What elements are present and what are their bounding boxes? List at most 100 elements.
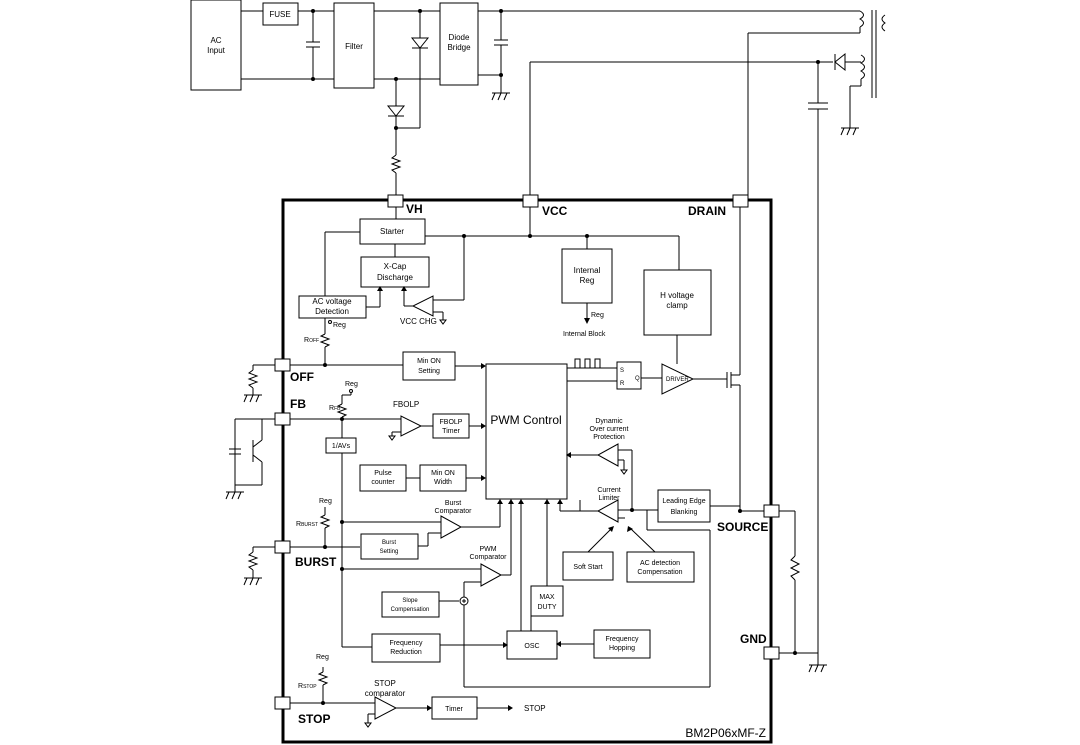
stop-output-label: STOP: [524, 704, 546, 713]
starter-block: [359, 218, 426, 245]
sr-s-label: S: [620, 368, 624, 374]
diode-bridge-block: [439, 2, 479, 86]
attenuator-label: 1/AVs: [332, 443, 351, 450]
r-fb-label: RFB: [329, 405, 341, 412]
ground-icon: [808, 664, 827, 673]
pin-stop: [274, 696, 291, 710]
pin-fb-label: FB: [290, 397, 306, 411]
pin-gnd: [763, 646, 780, 660]
ac-input-block: [190, 0, 242, 91]
fuse-label: FUSE: [269, 10, 290, 19]
burst-setting-block: [360, 533, 419, 560]
frequency-hopping-block: [593, 629, 651, 659]
pin-gnd-label: GND: [740, 632, 767, 646]
optocoupler-icon: [252, 419, 263, 485]
sr-latch-block: [616, 361, 642, 390]
mosfet-icon: [726, 207, 741, 511]
r-off-label: ROFF: [304, 337, 319, 344]
fbolp-comparator: [400, 415, 423, 437]
reg-out-label: Reg: [591, 312, 604, 319]
pin-vcc: [522, 194, 539, 208]
pulse-train-icon: [572, 358, 604, 369]
reg-label-stop: Reg: [316, 654, 329, 661]
fbolp-timer-block: [432, 413, 470, 439]
driver-label: DRIVER: [666, 377, 689, 383]
pin-vh-label: VH: [406, 202, 423, 216]
vcc-chg-label: VCC CHG: [400, 317, 437, 326]
attenuator-block: [325, 437, 357, 454]
frequency-reduction-block: [371, 633, 441, 663]
ground-icon: [840, 127, 859, 136]
sr-q-label: Q: [635, 376, 640, 382]
fuse-block: [262, 2, 299, 26]
min-on-width-block: [419, 464, 467, 492]
internal-block-label: Internal Block: [563, 331, 606, 338]
leading-edge-blanking-block: [657, 489, 711, 523]
pin-source: [763, 504, 780, 518]
burst-comparator: [440, 515, 463, 539]
starter-label: Starter: [380, 227, 404, 236]
pin-fb: [274, 412, 291, 426]
reg-label-off: Reg: [333, 322, 346, 329]
sr-r-label: R: [620, 381, 625, 387]
min-on-setting-block: [402, 351, 456, 381]
ground-icon: [243, 577, 262, 586]
dynamic-ocp-comparator: [596, 443, 619, 467]
pin-drain: [732, 194, 749, 208]
pin-vh: [387, 194, 404, 208]
pin-source-label: SOURCE: [717, 520, 768, 534]
ground-icon: [491, 92, 510, 101]
vcc-chg-comparator: [411, 295, 434, 317]
timer-label: Timer: [445, 706, 463, 713]
soft-start-block: [562, 551, 614, 581]
fbolp-label: FBOLP: [393, 400, 419, 409]
max-duty-block: [530, 585, 564, 617]
driver-block: [661, 363, 695, 395]
pin-drain-label: DRAIN: [688, 204, 726, 218]
ground-icon: [243, 394, 262, 403]
pin-burst-label: BURST: [295, 555, 337, 569]
ac-detection-compensation-block: [626, 551, 695, 583]
reg-label-burst: Reg: [319, 498, 332, 505]
pin-off-label: OFF: [290, 370, 314, 384]
pwm-comparator: [480, 563, 503, 587]
reg-label-fb: Reg: [345, 381, 358, 388]
filter-label: Filter: [345, 42, 363, 51]
pin-stop-label: STOP: [298, 712, 330, 726]
stop-comparator: [374, 696, 398, 720]
ground-icon: [225, 491, 244, 500]
pin-burst: [274, 540, 291, 554]
pin-vcc-label: VCC: [542, 204, 568, 218]
pwm-control-label: PWM Control: [490, 413, 561, 427]
r-stop-label: RSTOP: [298, 683, 317, 690]
transformer-icon: [748, 10, 886, 98]
soft-start-label: Soft Start: [573, 564, 602, 571]
h-voltage-clamp-block: [643, 269, 712, 336]
filter-block: [333, 2, 375, 89]
slope-compensation-block: [381, 591, 440, 618]
osc-label: OSC: [524, 643, 539, 650]
pulse-counter-block: [359, 464, 407, 492]
internal-reg-block: [561, 248, 613, 304]
osc-block: [506, 630, 558, 660]
